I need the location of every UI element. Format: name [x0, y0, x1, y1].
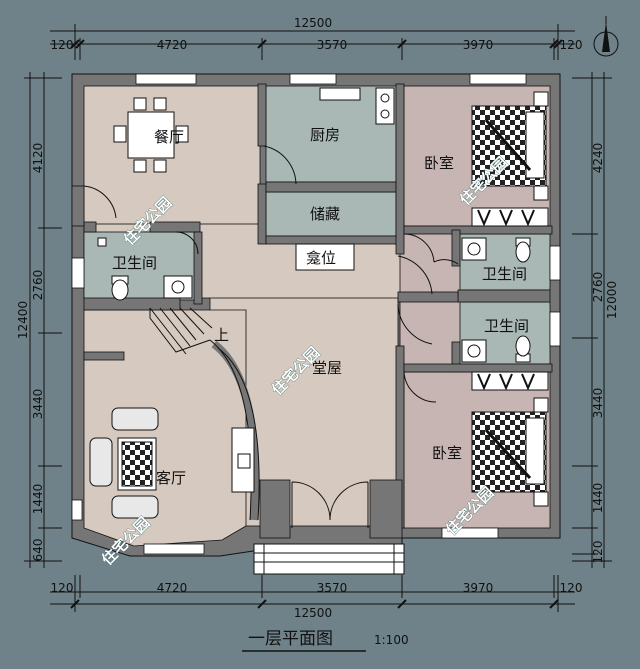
dim-right-seg-5: 120	[591, 541, 605, 564]
dim-left-seg-1: 4120	[31, 143, 45, 174]
dim-top-seg-5: 120	[560, 38, 583, 52]
shrine-box	[295, 243, 355, 271]
storage-floor	[265, 191, 397, 237]
label-bedroom-se: 卧室	[432, 444, 462, 462]
label-stair-up: 上	[214, 326, 229, 344]
dim-left-seg-3: 3440	[31, 389, 45, 420]
tv-cabinet-icon	[231, 427, 255, 493]
label-living: 客厅	[156, 469, 186, 487]
door-swings	[83, 145, 459, 528]
dining-table-icon	[113, 97, 189, 173]
toilet-east-1-icon	[515, 237, 531, 263]
dim-top-seg-2: 4720	[157, 38, 188, 52]
label-dining: 餐厅	[154, 128, 184, 146]
shower-drain-west	[97, 237, 107, 247]
dim-left-seg-5: 640	[31, 539, 45, 562]
toilet-west-icon	[111, 275, 129, 301]
front-steps	[253, 543, 405, 575]
furniture	[89, 87, 549, 519]
dim-top-seg-4: 3970	[463, 38, 494, 52]
wardrobe-ne-icon	[471, 207, 549, 227]
dim-left-seg-4: 1440	[31, 484, 45, 515]
sink-west-icon	[163, 275, 193, 299]
bed-ne-icon	[471, 91, 549, 201]
dim-left-seg-2: 2760	[31, 270, 45, 301]
label-bathroom-east-1: 卫生间	[482, 265, 527, 283]
dim-bottom-seg-4: 3970	[463, 581, 494, 595]
kitchen-counter-icon	[319, 87, 395, 125]
dim-right-seg-4: 1440	[591, 483, 605, 514]
dim-bottom-seg-3: 3570	[317, 581, 348, 595]
sofa-set-icon	[89, 407, 159, 519]
label-bedroom-ne: 卧室	[424, 154, 454, 172]
dimension-lines	[24, 24, 612, 612]
dim-right-seg-3: 3440	[591, 388, 605, 419]
label-bathroom-west: 卫生间	[112, 254, 157, 272]
label-kitchen: 厨房	[310, 126, 340, 144]
dim-bottom-seg-5: 120	[560, 581, 583, 595]
sink-east-2-icon	[461, 339, 487, 363]
dimension-ticks	[70, 39, 563, 609]
dim-bottom-seg-1: 120	[51, 581, 74, 595]
dim-left-total: 12400	[16, 301, 30, 339]
interior-walls	[71, 83, 553, 539]
bed-se-icon	[471, 397, 549, 507]
dim-right-seg-1: 4240	[591, 143, 605, 174]
dim-right-total: 12000	[605, 281, 619, 319]
dim-right-seg-2: 2760	[591, 272, 605, 303]
plan-title: 一层平面图	[248, 629, 333, 649]
wardrobe-se-icon	[471, 371, 549, 391]
plan-scale: 1:100	[374, 633, 409, 647]
north-arrow-icon	[593, 16, 619, 57]
toilet-east-2-icon	[515, 335, 531, 363]
label-hall: 堂屋	[312, 359, 342, 377]
dim-top-total: 12500	[294, 16, 332, 30]
dim-bottom-total: 12500	[294, 606, 332, 620]
windows	[71, 73, 561, 555]
label-bathroom-east-2: 卫生间	[484, 317, 529, 335]
kitchen-floor	[265, 85, 397, 183]
label-storage: 储藏	[310, 205, 340, 223]
dim-top-seg-1: 120	[51, 38, 74, 52]
dim-top-seg-3: 3570	[317, 38, 348, 52]
dim-bottom-seg-2: 4720	[157, 581, 188, 595]
sink-east-1-icon	[461, 237, 487, 261]
label-shrine: 龛位	[306, 249, 336, 267]
